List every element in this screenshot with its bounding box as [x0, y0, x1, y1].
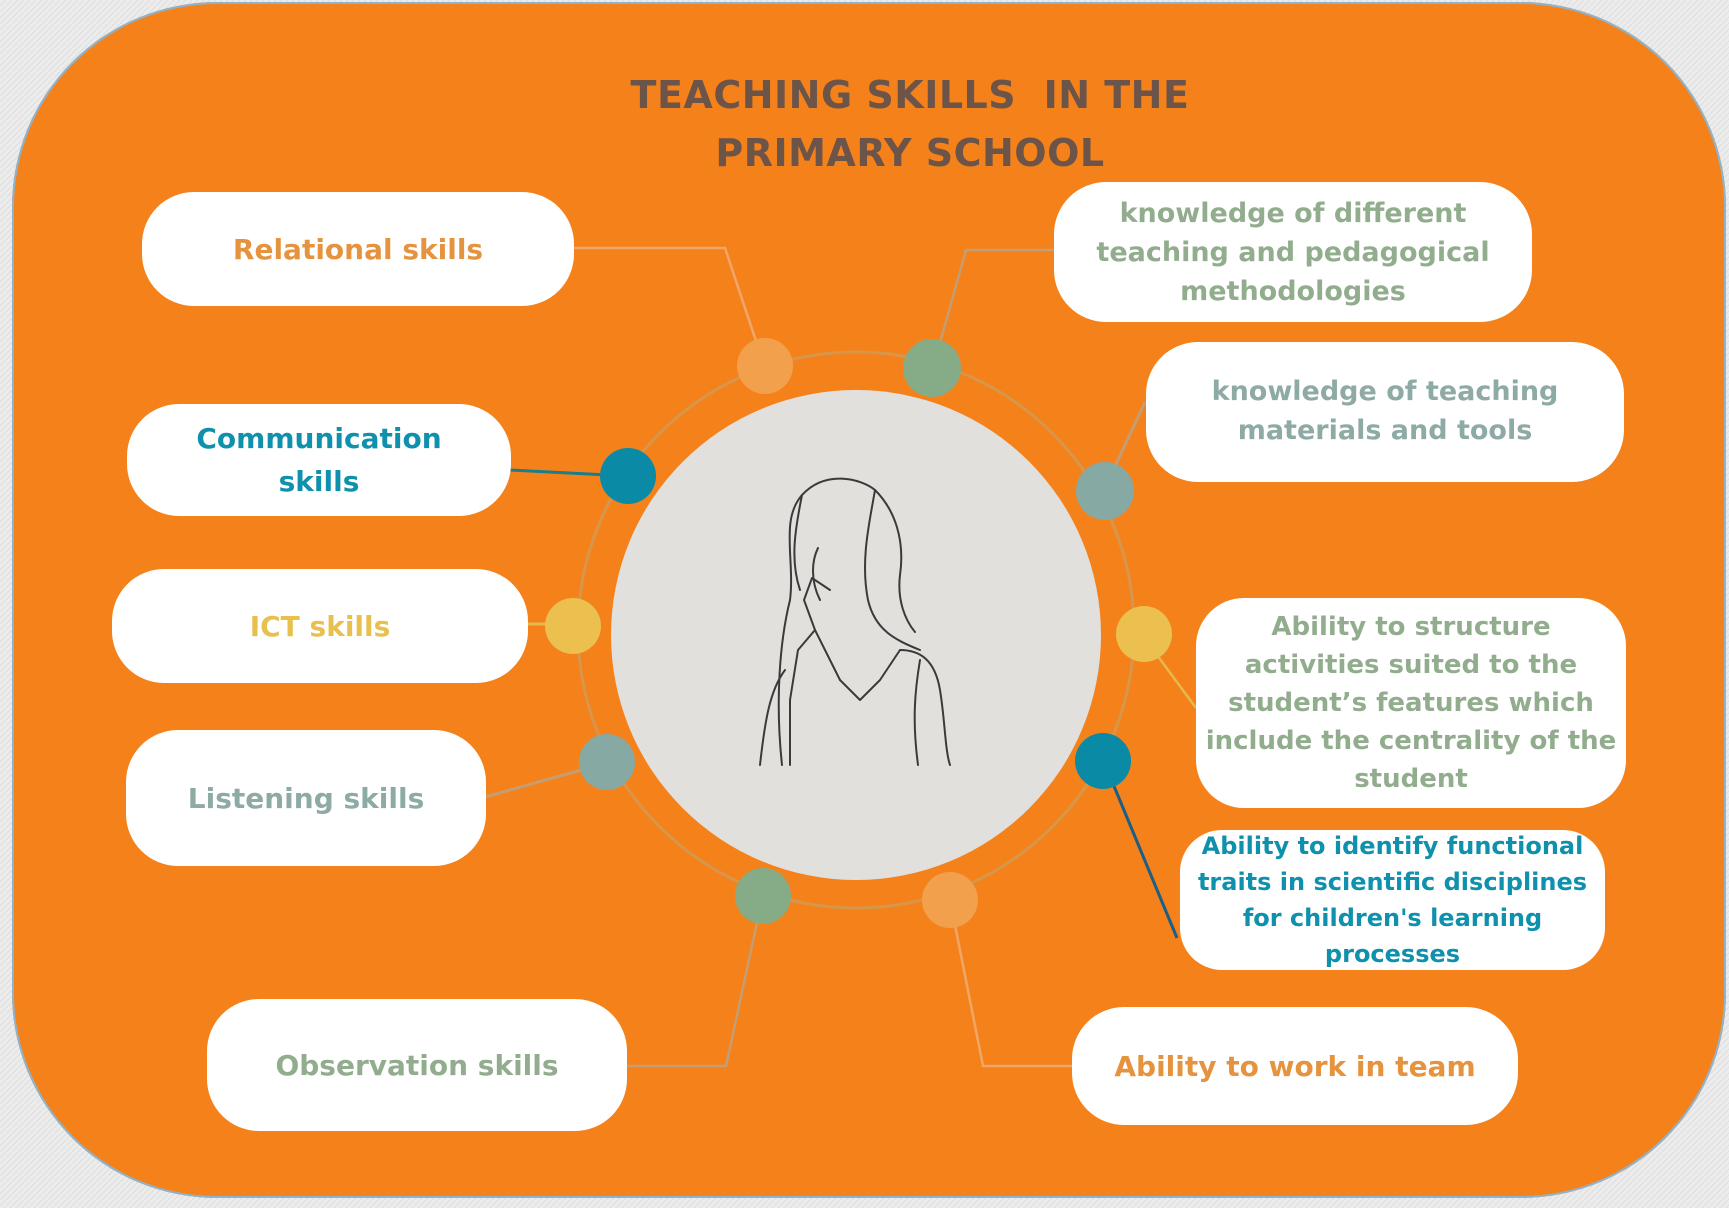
structure-activities-box: Ability to structure activities suited t…: [1196, 598, 1626, 808]
dot-listening: [579, 734, 635, 790]
materials-box: knowledge of teaching materials and tool…: [1146, 342, 1624, 482]
relational-skills-label: Relational skills: [232, 232, 484, 266]
connector-relational: [573, 246, 767, 369]
dot-identify: [1075, 733, 1131, 789]
identify-line-2: traits in scientific disciplines: [1197, 868, 1588, 896]
dot-relational: [737, 338, 793, 394]
listening-skills-box: Listening skills: [126, 730, 486, 866]
identify-line-3: for children's learning: [1242, 904, 1543, 932]
listening-skills-label: Listening skills: [187, 781, 425, 815]
structure-line-2: activities suited to the: [1244, 650, 1578, 680]
identify-line-1: Ability to identify functional: [1201, 832, 1584, 860]
materials-line-1: knowledge of teaching: [1211, 376, 1559, 407]
connector-team: [948, 899, 1073, 1068]
ict-skills-label: ICT skills: [249, 609, 391, 643]
methodologies-box: knowledge of different teaching and peda…: [1054, 182, 1532, 322]
materials-line-2: materials and tools: [1237, 415, 1533, 446]
title-line-2: PRIMARY SCHOOL: [715, 131, 1105, 175]
structure-line-5: student: [1354, 764, 1468, 794]
methodologies-line-2: teaching and pedagogical: [1096, 236, 1490, 268]
dot-materials: [1076, 462, 1134, 520]
methodologies-line-1: knowledge of different: [1119, 197, 1467, 229]
diagram-title: TEACHING SKILLS IN THE PRIMARY SCHOOL: [560, 66, 1260, 182]
structure-line-3: student’s features which: [1228, 688, 1594, 718]
title-line-1: TEACHING SKILLS IN THE: [630, 73, 1190, 117]
observation-skills-label: Observation skills: [275, 1048, 559, 1082]
communication-skills-box: Communication skills: [127, 404, 511, 516]
structure-line-1: Ability to structure: [1271, 612, 1551, 642]
identify-line-4: processes: [1324, 940, 1461, 968]
observation-skills-box: Observation skills: [207, 999, 627, 1131]
ict-skills-box: ICT skills: [112, 569, 528, 683]
connector-observation: [627, 894, 765, 1068]
center-circle: [611, 390, 1101, 880]
dot-methodologies: [903, 339, 961, 397]
methodologies-line-3: methodologies: [1180, 275, 1406, 307]
dot-communication: [600, 448, 656, 504]
woman-thinking-icon: [759, 477, 951, 766]
identify-traits-box: Ability to identify functional traits in…: [1180, 830, 1605, 970]
connector-identify: [1102, 761, 1179, 939]
dot-observation: [735, 868, 791, 924]
team-work-label: Ability to work in team: [1114, 1049, 1476, 1083]
team-work-box: Ability to work in team: [1072, 1007, 1518, 1125]
structure-line-4: include the centrality of the: [1205, 726, 1617, 756]
communication-skills-line-1: Communication: [196, 422, 442, 455]
dot-team: [922, 872, 978, 928]
communication-skills-line-2: skills: [278, 465, 360, 498]
relational-skills-box: Relational skills: [142, 192, 574, 306]
connector-methodologies: [931, 248, 1056, 369]
dot-ict: [545, 598, 601, 654]
dot-structure: [1116, 606, 1172, 662]
